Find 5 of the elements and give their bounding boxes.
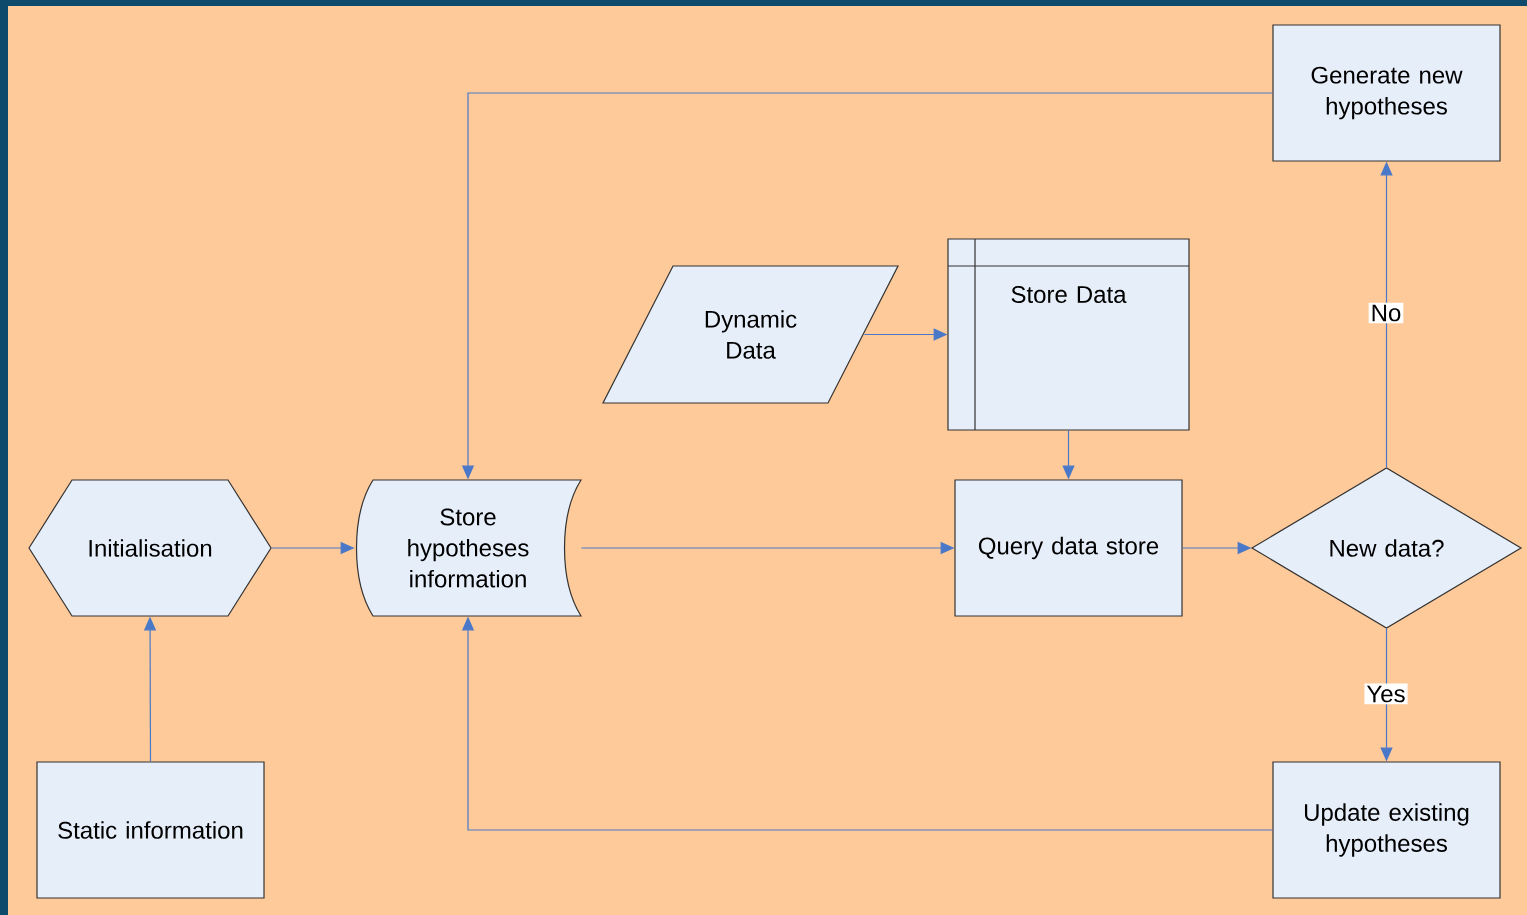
process-box: Update existing hypotheses — [1272, 761, 1501, 899]
process-box: Generate new hypotheses — [1272, 24, 1501, 162]
edge-label: Yes — [1364, 683, 1408, 705]
process-box: Query data store — [954, 479, 1183, 617]
process-box: Static information — [36, 761, 265, 899]
